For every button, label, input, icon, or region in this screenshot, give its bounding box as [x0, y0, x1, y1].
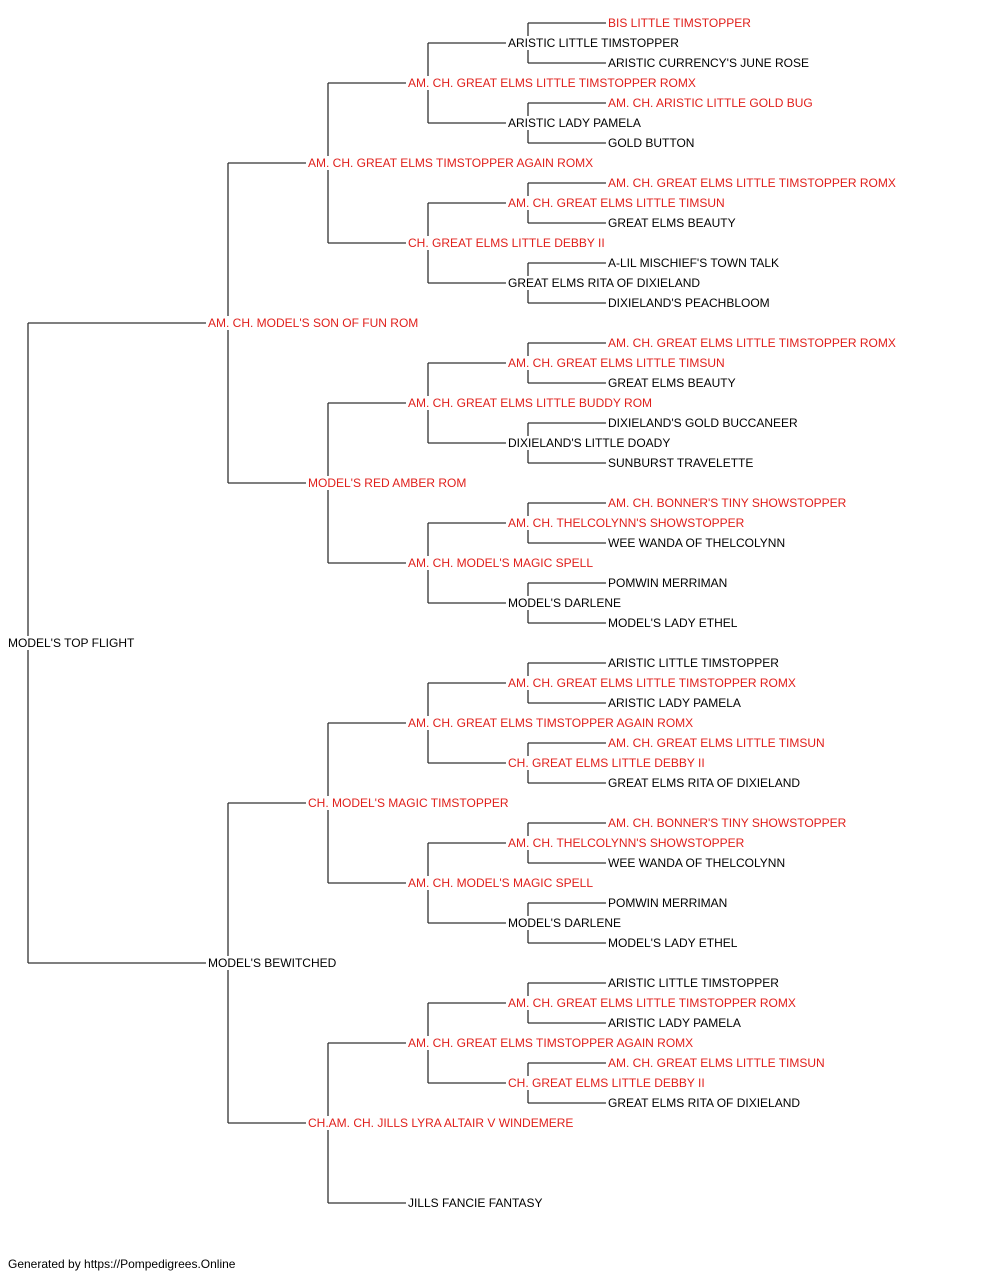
pedigree-entry: MODEL'S RED AMBER ROM	[307, 476, 468, 490]
pedigree-entry: DIXIELAND'S PEACHBLOOM	[607, 296, 771, 310]
pedigree-entry: AM. CH. GREAT ELMS TIMSTOPPER AGAIN ROMX	[307, 156, 595, 170]
pedigree-entry: A-LIL MISCHIEF'S TOWN TALK	[607, 256, 780, 270]
pedigree-entry: AM. CH. GREAT ELMS TIMSTOPPER AGAIN ROMX	[407, 716, 695, 730]
pedigree-entry: JILLS FANCIE FANTASY	[407, 1196, 544, 1210]
pedigree-entry: AM. CH. MODEL'S SON OF FUN ROM	[207, 316, 420, 330]
pedigree-entry: ARISTIC LITTLE TIMSTOPPER	[507, 36, 680, 50]
pedigree-entry: ARISTIC LITTLE TIMSTOPPER	[607, 976, 780, 990]
pedigree-entry: DIXIELAND'S GOLD BUCCANEER	[607, 416, 799, 430]
pedigree-entry: ARISTIC LADY PAMELA	[507, 116, 642, 130]
pedigree-entry: ARISTIC LADY PAMELA	[607, 1016, 742, 1030]
pedigree-entry: MODEL'S LADY ETHEL	[607, 616, 739, 630]
pedigree-entry: POMWIN MERRIMAN	[607, 576, 729, 590]
pedigree-entry: AM. CH. GREAT ELMS LITTLE BUDDY ROM	[407, 396, 654, 410]
pedigree-entry: ARISTIC CURRENCY'S JUNE ROSE	[607, 56, 810, 70]
pedigree-entry: AM. CH. GREAT ELMS LITTLE TIMSUN	[607, 736, 826, 750]
pedigree-entry: AM. CH. GREAT ELMS LITTLE TIMSTOPPER ROM…	[507, 676, 797, 690]
pedigree-entry: AM. CH. BONNER'S TINY SHOWSTOPPER	[607, 496, 848, 510]
pedigree-entry: DIXIELAND'S LITTLE DOADY	[507, 436, 672, 450]
pedigree-entry: GOLD BUTTON	[607, 136, 696, 150]
pedigree-entry: MODEL'S BEWITCHED	[207, 956, 338, 970]
pedigree-entry: BIS LITTLE TIMSTOPPER	[607, 16, 752, 30]
pedigree-entry: MODEL'S DARLENE	[507, 916, 622, 930]
pedigree-entry: WEE WANDA OF THELCOLYNN	[607, 536, 787, 550]
pedigree-entry: WEE WANDA OF THELCOLYNN	[607, 856, 787, 870]
pedigree-entry: CH. GREAT ELMS LITTLE DEBBY II	[407, 236, 606, 250]
pedigree-entry: AM. CH. GREAT ELMS LITTLE TIMSTOPPER ROM…	[507, 996, 797, 1010]
pedigree-entry: AM. CH. GREAT ELMS LITTLE TIMSTOPPER ROM…	[607, 336, 897, 350]
pedigree-entry: ARISTIC LITTLE TIMSTOPPER	[607, 656, 780, 670]
pedigree-entry: AM. CH. GREAT ELMS TIMSTOPPER AGAIN ROMX	[407, 1036, 695, 1050]
pedigree-entry: CH.AM. CH. JILLS LYRA ALTAIR V WINDEMERE	[307, 1116, 575, 1130]
pedigree-entry: AM. CH. THELCOLYNN'S SHOWSTOPPER	[507, 516, 746, 530]
pedigree-entry: GREAT ELMS BEAUTY	[607, 216, 737, 230]
pedigree-entry: AM. CH. MODEL'S MAGIC SPELL	[407, 876, 594, 890]
pedigree-entry: AM. CH. THELCOLYNN'S SHOWSTOPPER	[507, 836, 746, 850]
pedigree-entry: CH. GREAT ELMS LITTLE DEBBY II	[507, 756, 706, 770]
pedigree-entry: AM. CH. GREAT ELMS LITTLE TIMSTOPPER ROM…	[407, 76, 697, 90]
pedigree-entry: AM. CH. MODEL'S MAGIC SPELL	[407, 556, 594, 570]
pedigree-entry: ARISTIC LADY PAMELA	[607, 696, 742, 710]
pedigree-entry: AM. CH. GREAT ELMS LITTLE TIMSUN	[507, 356, 726, 370]
pedigree-entry: CH. MODEL'S MAGIC TIMSTOPPER	[307, 796, 510, 810]
pedigree-entry: AM. CH. ARISTIC LITTLE GOLD BUG	[607, 96, 814, 110]
pedigree-entry: AM. CH. GREAT ELMS LITTLE TIMSUN	[607, 1056, 826, 1070]
pedigree-entry: POMWIN MERRIMAN	[607, 896, 729, 910]
pedigree-entry: CH. GREAT ELMS LITTLE DEBBY II	[507, 1076, 706, 1090]
pedigree-entry: AM. CH. GREAT ELMS LITTLE TIMSUN	[507, 196, 726, 210]
pedigree-entry: GREAT ELMS RITA OF DIXIELAND	[607, 776, 802, 790]
pedigree-entry: AM. CH. BONNER'S TINY SHOWSTOPPER	[607, 816, 848, 830]
pedigree-entry: GREAT ELMS RITA OF DIXIELAND	[507, 276, 702, 290]
pedigree-entry: MODEL'S DARLENE	[507, 596, 622, 610]
pedigree-entry: AM. CH. GREAT ELMS LITTLE TIMSTOPPER ROM…	[607, 176, 897, 190]
pedigree-entry: MODEL'S TOP FLIGHT	[7, 636, 136, 650]
pedigree-entry: SUNBURST TRAVELETTE	[607, 456, 755, 470]
pedigree-entry: GREAT ELMS RITA OF DIXIELAND	[607, 1096, 802, 1110]
pedigree-entry: GREAT ELMS BEAUTY	[607, 376, 737, 390]
pedigree-entry: MODEL'S LADY ETHEL	[607, 936, 739, 950]
footer-credit: Generated by https://Pompedigrees.Online	[8, 1257, 236, 1271]
